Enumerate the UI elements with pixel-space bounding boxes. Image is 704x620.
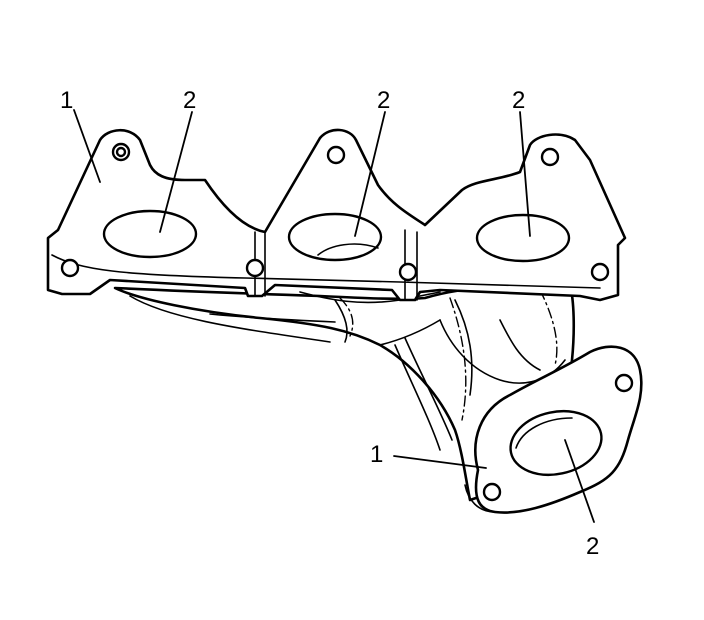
outlet-flange	[464, 345, 643, 514]
callout-1-flange: 1	[60, 87, 73, 114]
callout-labels: 1 2 2 2 1 2	[60, 87, 599, 560]
callout-2-port-3: 2	[512, 87, 525, 114]
callout-2-port-1: 2	[183, 87, 196, 114]
callout-1-outlet-flange: 1	[370, 441, 383, 468]
callout-2-outlet-port: 2	[586, 533, 599, 560]
callout-2-port-2: 2	[377, 87, 390, 114]
callout-leaders	[73, 109, 595, 523]
head-flange	[46, 128, 627, 302]
